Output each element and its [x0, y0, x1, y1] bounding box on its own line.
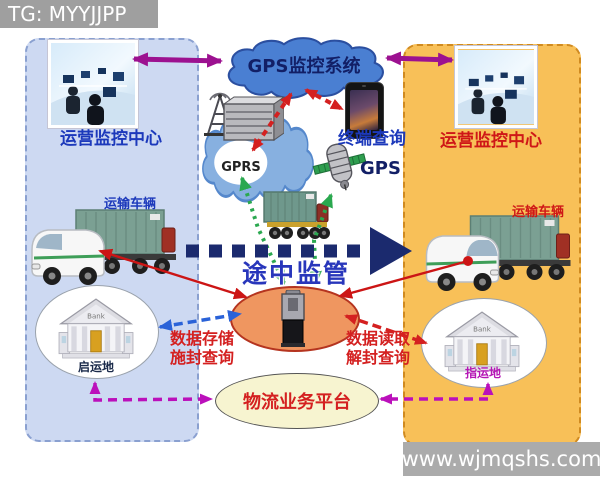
enroute-arrowhead	[370, 227, 412, 275]
left-center-title: 运营监控中心	[60, 129, 162, 149]
read-label-line2: 解封查询	[346, 348, 411, 367]
logistics-platform-ellipse: 物流业务平台	[215, 373, 379, 429]
right-vehicle-label: 运输车辆	[512, 205, 565, 220]
gps-system-label: GPS监控系统	[247, 56, 361, 77]
tg-watermark-text: TG: MYYJJPP	[8, 2, 127, 26]
arrow-seal-destination-bank	[344, 314, 428, 345]
arrow-gps-truck-seal	[308, 193, 333, 285]
arrow-seal-origin-bank	[158, 310, 242, 331]
arrow-cloud-phone	[304, 88, 344, 111]
arrow-cloud-to-right-center	[385, 51, 454, 67]
site-watermark-text: www.wjmqshs.com	[401, 447, 600, 471]
enroute-label: 途中监管	[242, 259, 351, 288]
gprs-label: GPRS	[221, 160, 261, 175]
monitoring-room-image-left	[48, 40, 138, 128]
eseal-device-icon	[281, 290, 305, 347]
left-vehicle-label: 运输车辆	[104, 197, 157, 212]
bank-sign: Bank	[473, 324, 492, 333]
store-seal-label: 数据存储 施封查询	[170, 329, 234, 367]
destination-label: 指运地	[464, 366, 501, 380]
gps-satellite-label: GPS	[360, 158, 401, 179]
arrow-platform-origin	[89, 381, 213, 405]
arrow-gprs-truck-seal	[239, 176, 286, 285]
logistics-platform-label: 物流业务平台	[243, 392, 351, 413]
arrow-right-van-seal	[338, 259, 469, 299]
arrow-cloud-gprs	[251, 92, 293, 152]
store-label-line1: 数据存储	[170, 329, 235, 348]
tg-watermark: TG: MYYJJPP	[0, 0, 158, 28]
read-unseal-label: 数据读取 解封查询	[346, 329, 410, 367]
bank-icon-right: Bank	[444, 311, 520, 372]
terminal-query-label: 终端查询	[338, 129, 406, 149]
store-label-line2: 施封查询	[170, 348, 235, 367]
arrow-left-center-to-cloud	[132, 52, 223, 68]
bank-sign: Bank	[87, 311, 106, 320]
arrow-left-van-seal	[98, 248, 248, 300]
monitoring-room-image-right	[455, 46, 537, 128]
bank-icon-left: Bank	[58, 298, 134, 359]
site-watermark: www.wjmqshs.com	[401, 442, 600, 476]
van-icon	[425, 235, 500, 291]
origin-label: 启运地	[77, 360, 114, 374]
arrow-platform-destination	[379, 382, 494, 405]
right-center-title: 运营监控中心	[440, 131, 542, 151]
smartphone-icon	[345, 82, 384, 139]
gps-satellite-icon	[312, 143, 367, 191]
vehicle-group-right	[425, 215, 571, 291]
read-label-line1: 数据读取	[346, 329, 411, 348]
van-link-dot	[463, 256, 473, 266]
